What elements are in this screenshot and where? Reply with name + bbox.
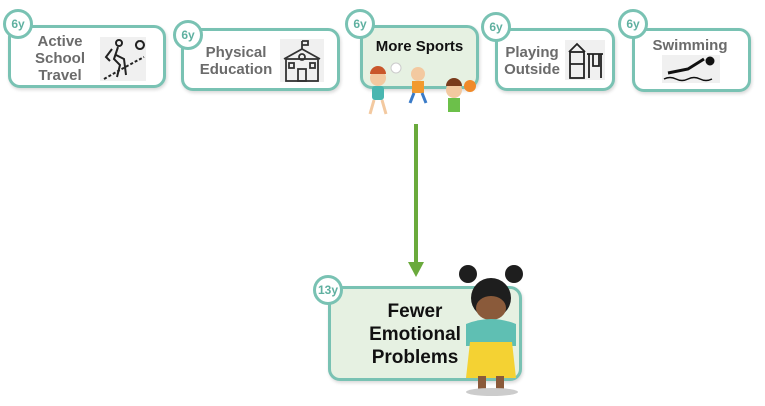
age-badge: 6y [173, 20, 203, 50]
label-swimming: Swimming [652, 37, 728, 54]
age-badge: 13y [313, 275, 343, 305]
causal-arrow [408, 124, 424, 277]
swimmer-icon [662, 55, 720, 83]
age-badge: 6y [481, 12, 511, 42]
children-playing-icon [358, 60, 478, 128]
sad-girl-icon [456, 262, 528, 396]
hiker-icon [100, 37, 146, 81]
label-more-sports: More Sports [375, 38, 464, 55]
playground-icon [565, 40, 605, 80]
school-building-icon [280, 39, 324, 82]
age-badge: 6y [345, 9, 375, 39]
age-badge: 6y [618, 9, 648, 39]
age-badge: 6y [3, 9, 33, 39]
